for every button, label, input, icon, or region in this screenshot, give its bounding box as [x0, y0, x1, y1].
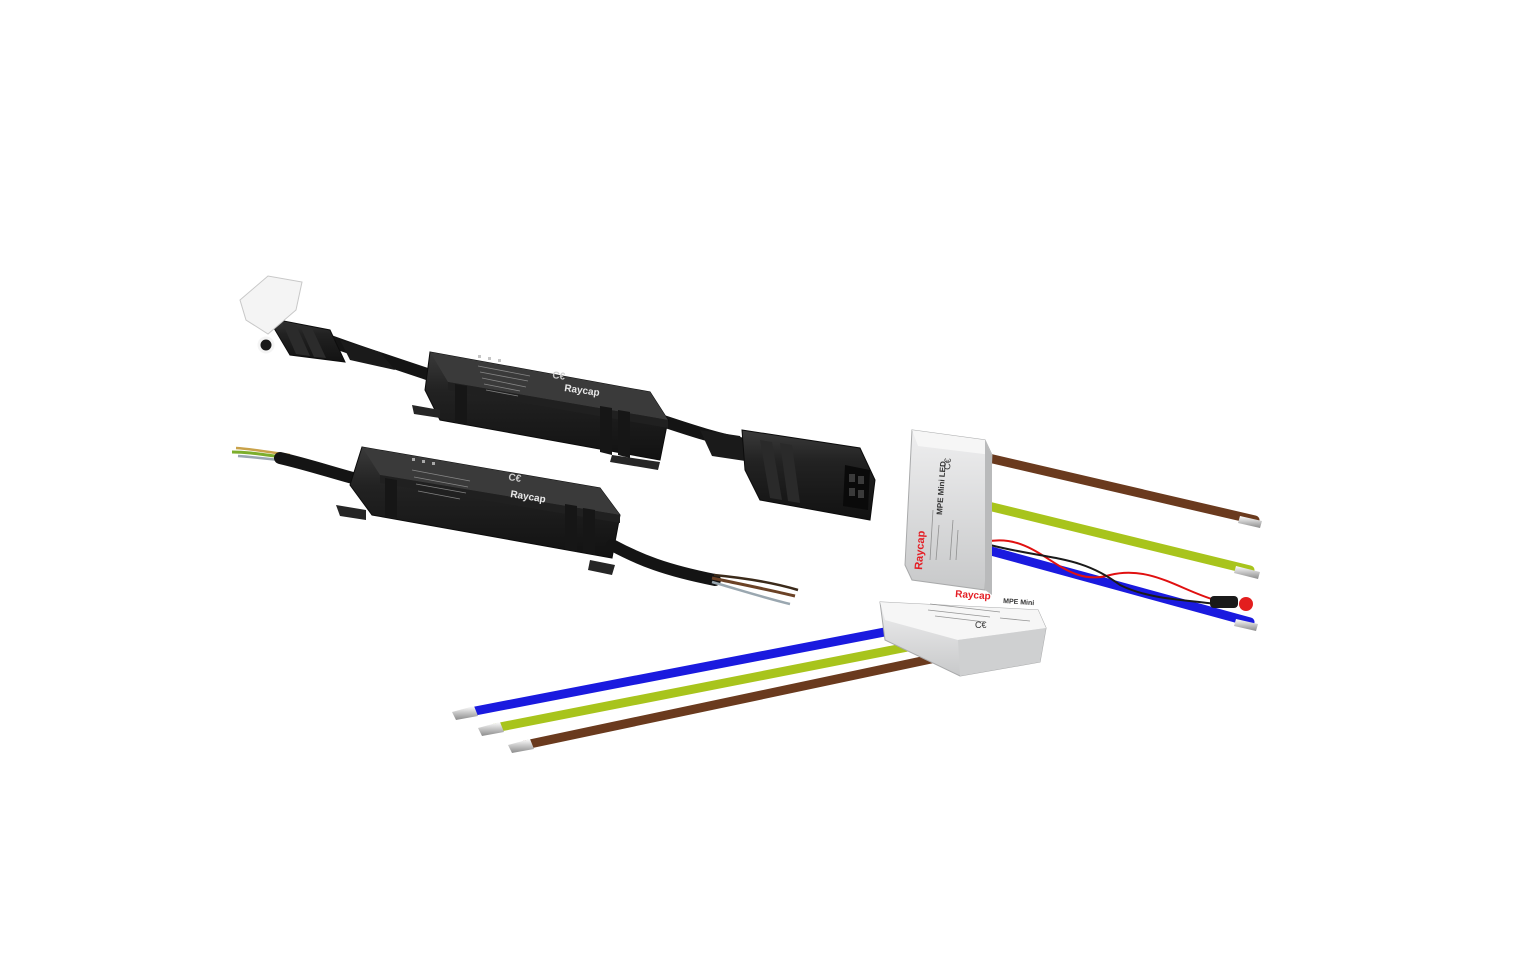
model-label: MPE Mini LED — [935, 461, 948, 515]
ce-mark: C€ — [508, 472, 523, 485]
model-label: MPE Mini — [1003, 598, 1035, 607]
raycap-logo-4: Raycap — [955, 589, 991, 602]
ce-mark: C€ — [975, 620, 987, 630]
mpe-mini-led-device: Raycap MPE Mini LED C€ — [904, 429, 1262, 631]
ce-mark: C€ — [942, 458, 953, 470]
mpe-mini-device: Raycap MPE Mini C€ — [452, 589, 1047, 753]
black-spd-connector-device: C€ Raycap — [239, 275, 876, 521]
black-spd-wires-device: C€ Raycap — [231, 446, 799, 606]
ce-mark: C€ — [552, 370, 567, 383]
raycap-logo-1: Raycap — [564, 383, 601, 399]
raycap-logo-3: Raycap — [913, 530, 928, 570]
raycap-logo-2: Raycap — [510, 489, 547, 505]
